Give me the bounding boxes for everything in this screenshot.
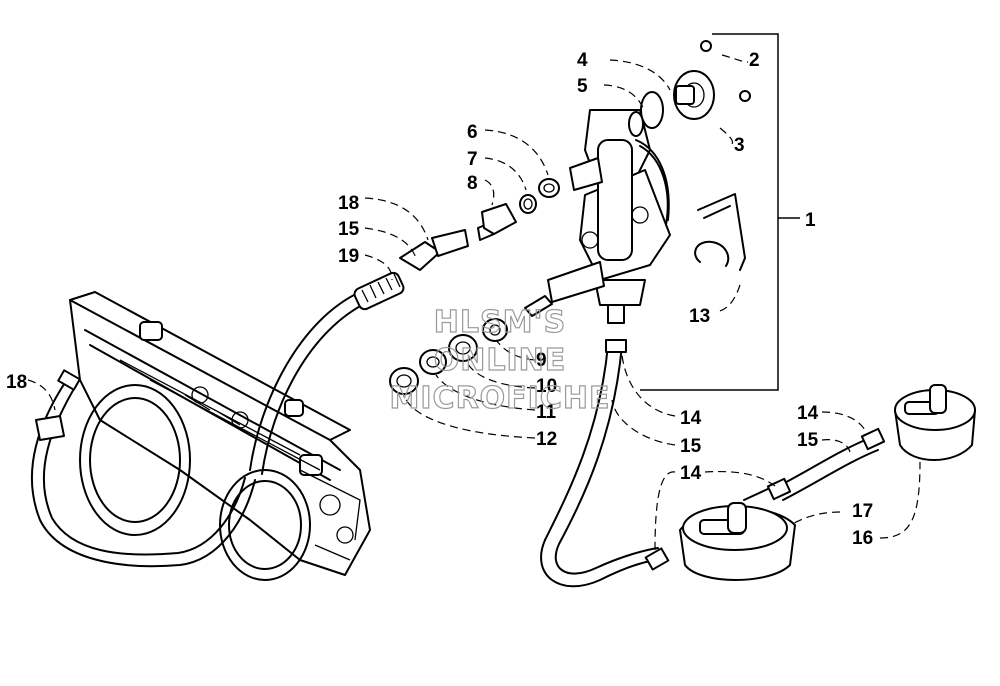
callout-5: 5 bbox=[577, 76, 588, 97]
callout-13: 13 bbox=[689, 306, 710, 327]
callout-15-b: 15 bbox=[797, 430, 819, 451]
callout-2: 2 bbox=[749, 50, 760, 71]
watermark-line-3: MICROFICHE bbox=[390, 381, 611, 416]
callout-labels: 1 2 3 4 5 6 7 8 9 10 11 12 13 14 15 14 1… bbox=[6, 50, 873, 549]
leader-lines bbox=[27, 33, 921, 551]
hose-clip-13 bbox=[694, 193, 746, 271]
upper-hose-19 bbox=[249, 229, 469, 475]
callout-12: 12 bbox=[536, 429, 557, 450]
regulator-body bbox=[547, 109, 671, 324]
callout-19: 19 bbox=[338, 246, 359, 267]
callout-14-b: 14 bbox=[680, 463, 702, 484]
callout-10: 10 bbox=[536, 376, 557, 397]
callout-9: 9 bbox=[536, 350, 547, 371]
valve-assembly-lower bbox=[679, 487, 796, 581]
callout-3: 3 bbox=[734, 135, 745, 156]
watermark: HLSM'S ONLINE MICROFICHE bbox=[389, 304, 611, 416]
callout-11: 11 bbox=[536, 402, 557, 423]
callout-7: 7 bbox=[467, 149, 478, 170]
callout-15-c: 15 bbox=[338, 219, 360, 240]
callout-6: 6 bbox=[467, 122, 478, 143]
callout-14-c: 14 bbox=[797, 403, 819, 424]
callout-1: 1 bbox=[805, 210, 816, 231]
callout-18-b: 18 bbox=[6, 372, 27, 393]
callout-16: 16 bbox=[852, 528, 873, 549]
watermark-line-2: ONLINE bbox=[434, 343, 567, 378]
callout-17: 17 bbox=[852, 501, 873, 522]
fittings-6-7-8 bbox=[477, 178, 560, 241]
watermark-line-1: HLSM'S bbox=[434, 305, 566, 340]
callout-18-a: 18 bbox=[338, 193, 359, 214]
lower-hose bbox=[540, 339, 670, 588]
callout-8: 8 bbox=[467, 173, 478, 194]
washers-9-12 bbox=[389, 295, 553, 395]
valve-assembly-upper bbox=[894, 384, 976, 461]
left-vent-hose bbox=[30, 369, 256, 568]
callout-15-a: 15 bbox=[680, 436, 702, 457]
throttle-body-assembly bbox=[69, 291, 371, 581]
callout-14-a: 14 bbox=[680, 408, 702, 429]
hose-between-valves bbox=[766, 427, 886, 501]
callout-4: 4 bbox=[577, 50, 588, 71]
regulator-cap-parts bbox=[628, 40, 751, 137]
